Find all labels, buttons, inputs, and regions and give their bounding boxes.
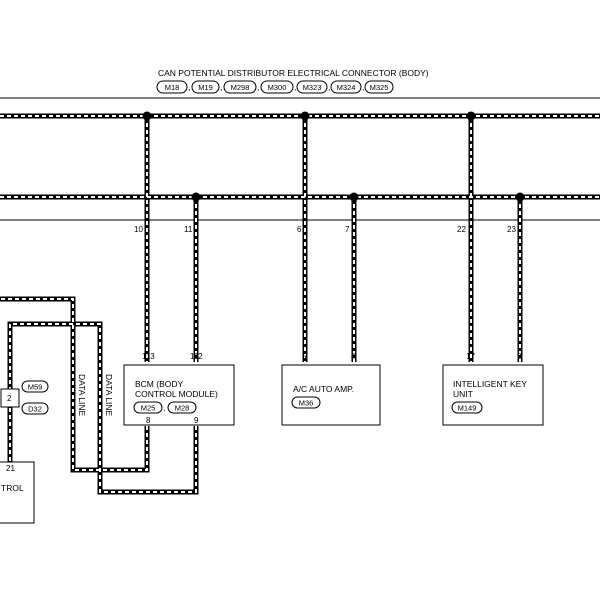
ac-auto-amp-module: 5 4 A/C AUTO AMP. M36 [281,352,381,426]
control-unit-module-partial: 21 TROL [0,461,35,524]
distributor-pin-numbers: 10 11 6 7 22 23 [134,225,516,234]
pin-number: 6 [297,225,302,234]
connector-tag: M298 [231,83,250,92]
pin-number: 10 [134,225,143,234]
intelligent-key-unit-module: 17 3 INTELLIGENT KEY UNIT M149 [442,352,544,426]
svg-text:,: , [257,82,259,92]
module-name-line: TROL [1,483,24,493]
module-name-line: CONTROL MODULE) [135,389,218,399]
svg-text:,: , [362,82,364,92]
splice-dot [515,192,525,202]
pin-number: 4 [351,352,356,361]
connector-tag: M323 [303,83,322,92]
pin-number: 7 [345,225,350,234]
connector-tag: M36 [299,399,314,408]
splice-dot [466,111,476,121]
pin-number: 9 [194,416,199,425]
pin-number: 22 [457,225,466,234]
pin-number: 23 [507,225,516,234]
module-name-line: BCM (BODY [135,379,184,389]
svg-text:,: , [294,82,296,92]
connector-tag: M19 [198,83,213,92]
connector-tag: M324 [337,83,356,92]
splice-dot [349,192,359,202]
pin-number: 2 [7,394,12,403]
splice-dot [300,111,310,121]
diagram-title: CAN POTENTIAL DISTRIBUTOR ELECTRICAL CON… [158,68,429,78]
svg-text:,: , [220,82,222,92]
connector-tag: D32 [28,405,42,414]
pin-number: 8 [146,416,151,425]
bcm-module: 113 112 BCM (BODY CONTROL MODULE) M25 , … [123,352,235,426]
connector-tag: M149 [458,404,477,413]
pin-number: 21 [6,464,15,473]
title-connector-list: M18 , M19 , M298 , M300 , M323 , M324 , … [156,80,394,94]
splice-dots [142,111,525,202]
svg-text:,: , [328,82,330,92]
splice-dot [142,111,152,121]
svg-text:,: , [188,82,190,92]
module-name-line: A/C AUTO AMP. [293,384,354,394]
connector-tag: M25 [141,404,156,413]
connector-tag: M325 [370,83,389,92]
pin-number: 11 [184,225,193,234]
connector-tag: M28 [175,404,190,413]
connector-tag: M18 [165,83,180,92]
wire-label-data-line: DATA LINE [77,374,87,417]
module-name-line: UNIT [453,389,473,399]
module-name-line: INTELLIGENT KEY [453,379,527,389]
can-wires [0,113,600,495]
svg-text:,: , [163,403,165,413]
pin-number: 112 [190,352,203,361]
pin-number: 5 [302,352,307,361]
joint-connector: 2 M59 D32 [0,380,49,415]
connector-tag: M59 [28,383,43,392]
pin-number: 113 [142,352,155,361]
pin-number: 17 [466,352,475,361]
connector-tag: M300 [268,83,287,92]
splice-dot [191,192,201,202]
pin-number: 3 [517,352,522,361]
wire-label-data-line: DATA LINE [104,374,114,417]
